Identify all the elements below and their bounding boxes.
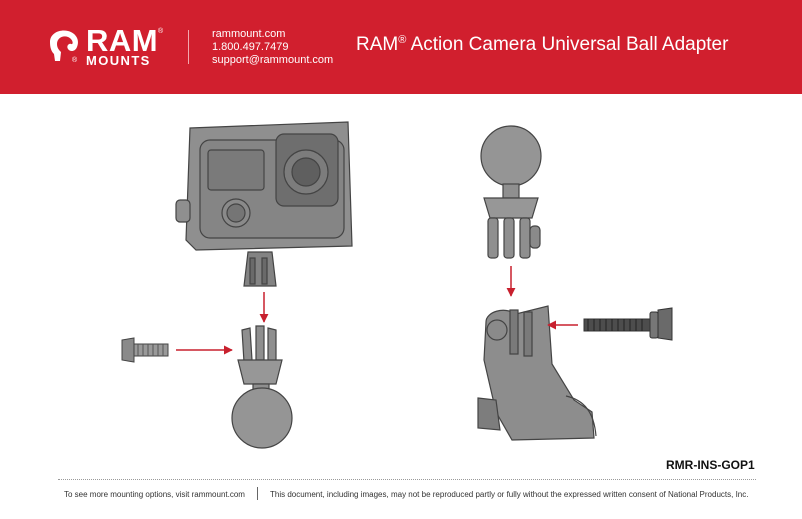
- ball-adapter: [231, 325, 293, 449]
- logo-registered-mark-small: ®: [72, 57, 78, 64]
- logo-mounts-text: MOUNTS: [86, 53, 151, 68]
- contact-phone[interactable]: 1.800.497.7479: [212, 41, 289, 53]
- header-divider: [188, 30, 189, 64]
- short-screw: [121, 337, 169, 363]
- logo-ram-text: RAM: [86, 23, 159, 58]
- long-screw: [583, 307, 673, 341]
- logo-registered-mark: ®: [158, 28, 164, 35]
- footer-separator: [257, 487, 258, 500]
- document-title: RAM® Action Camera Universal Ball Adapte…: [356, 34, 728, 56]
- part-number: RMR-INS-GOP1: [666, 458, 755, 472]
- assembly-arrows: [176, 266, 578, 355]
- assembly-illustration: [121, 121, 673, 449]
- title-text: Action Camera Universal Ball Adapter: [406, 34, 729, 55]
- ram-head-icon: [50, 30, 78, 61]
- header-banner: RAM MOUNTS ® ® rammount.com 1.800.497.74…: [0, 0, 802, 94]
- contact-info: rammount.com 1.800.497.7479 support@ramm…: [212, 28, 333, 67]
- footer-website-note: To see more mounting options, visit ramm…: [64, 490, 245, 499]
- title-brand: RAM: [356, 34, 399, 55]
- ram-mounts-logo[interactable]: RAM MOUNTS ® ®: [44, 23, 174, 70]
- footer-copyright-note: This document, including images, may not…: [270, 490, 749, 499]
- footer-dotted-rule: [58, 479, 756, 480]
- action-camera-housing: [175, 121, 353, 287]
- ball-adapter-inverted: [480, 125, 542, 259]
- contact-email[interactable]: support@rammount.com: [212, 54, 334, 66]
- j-hook-mount: [477, 305, 597, 441]
- contact-website[interactable]: rammount.com: [212, 28, 286, 40]
- title-registered: ®: [398, 34, 407, 46]
